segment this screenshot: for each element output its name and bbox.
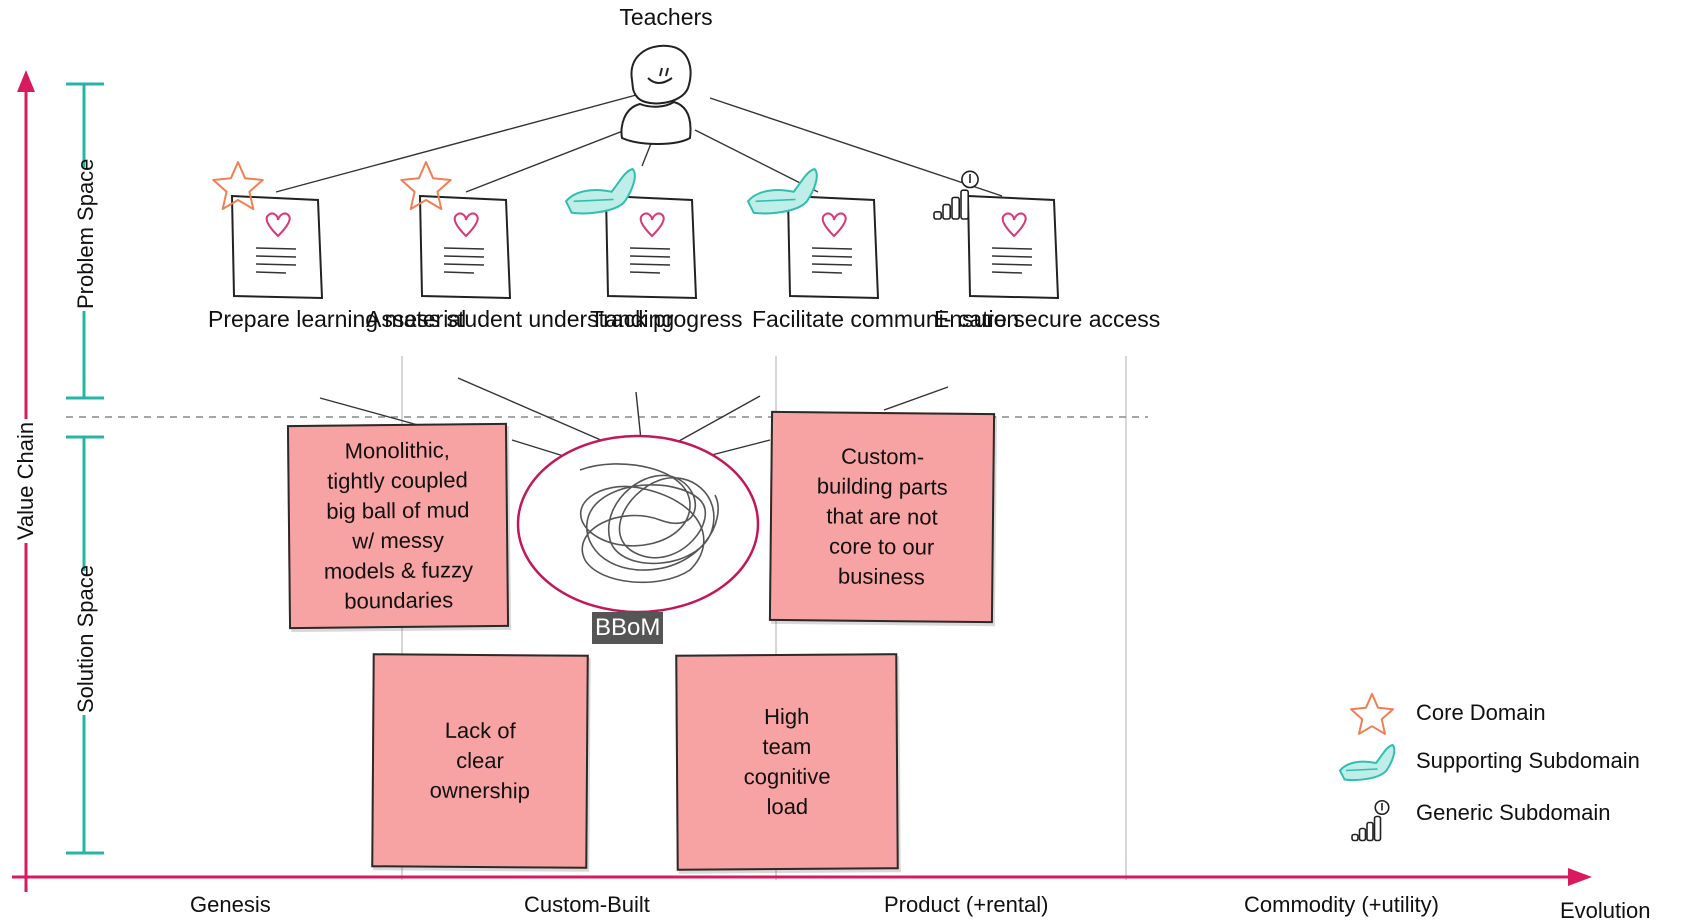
sticky-note-text: Lack of clear ownership: [429, 717, 531, 804]
need-card-3: [564, 167, 698, 300]
need-label-facilitate-communication: Facilitate communi- cation: [752, 306, 1020, 332]
stage-custom-built: Custom-Built: [524, 892, 650, 917]
y-axis-label: Value Chain: [13, 419, 39, 543]
hand-icon: [746, 167, 818, 215]
legend-supporting-subdomain: Supporting Subdomain: [1416, 748, 1640, 773]
star-icon: [212, 161, 264, 210]
legend-core-domain: Core Domain: [1416, 700, 1546, 725]
need-label-ensure-secure-access: Ensure secure access: [934, 306, 1161, 332]
need-card-1: [212, 161, 324, 300]
star-icon: [400, 161, 452, 210]
stage-genesis: Genesis: [190, 892, 271, 917]
bbom-scribble: [516, 434, 760, 614]
need-label-track-progress: Track progress: [590, 306, 743, 332]
need-label-prepare-learning-material: Prepare learning material: [208, 306, 467, 332]
solution-space-label: Solution Space: [73, 565, 99, 715]
need-card-2: [400, 161, 512, 300]
actor-connectors: [275, 93, 1003, 197]
need-card-4: [746, 167, 880, 300]
teacher-actor-icon: [620, 44, 692, 145]
stage-product: Product (+rental): [884, 892, 1049, 917]
legend-star-icon: [1350, 692, 1394, 735]
x-axis-arrow: [1568, 868, 1592, 886]
y-axis-arrow: [17, 70, 35, 92]
bbom-label: BBoM: [592, 612, 664, 644]
sticky-note-text: Monolithic, tightly coupled big ball of …: [323, 437, 474, 614]
sticky-note-monolithic-bbom: Monolithic, tightly coupled big ball of …: [286, 422, 510, 630]
need-card-5: [933, 170, 1060, 300]
need-label-assess-student-understanding: Assess student understanding: [366, 306, 675, 332]
sticky-note-custom-building: Custom- building parts that are not core…: [768, 410, 996, 624]
sticky-note-text: High team cognitive load: [743, 703, 831, 820]
sticky-note-lack-of-ownership: Lack of clear ownership: [371, 653, 589, 869]
hand-icon: [564, 167, 636, 215]
stage-commodity: Commodity (+utility): [1244, 892, 1439, 917]
sticky-note-text: Custom- building parts that are not core…: [816, 443, 948, 590]
actor-label: Teachers: [619, 4, 713, 30]
problem-space-label: Problem Space: [73, 158, 99, 311]
sticky-note-cognitive-load: High team cognitive load: [675, 653, 899, 871]
tools-icon: [933, 170, 979, 220]
legend-generic-subdomain: Generic Subdomain: [1416, 800, 1611, 825]
x-axis-label: Evolution: [1560, 898, 1651, 923]
legend-hand-icon: [1338, 743, 1396, 781]
need-to-bbom-connectors: [319, 377, 949, 459]
legend-tools-icon: [1351, 799, 1390, 842]
